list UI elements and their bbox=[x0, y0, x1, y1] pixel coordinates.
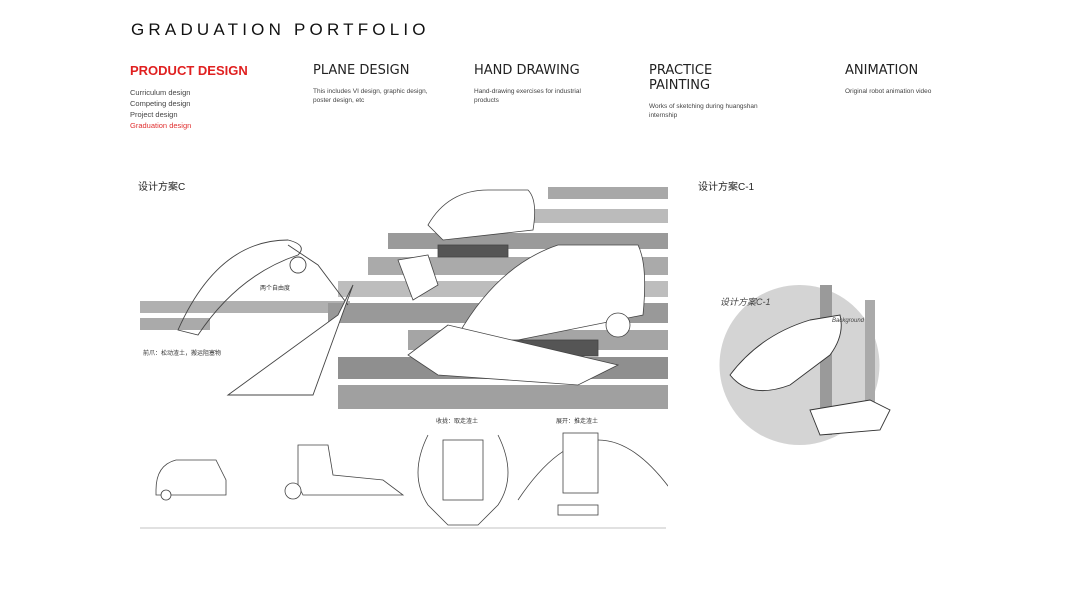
sketch-title: 设计方案C-1 bbox=[720, 297, 771, 307]
nav-product-design[interactable]: PRODUCT DESIGN Curriculum design Competi… bbox=[130, 63, 248, 131]
nav-animation-desc: Original robot animation video bbox=[845, 88, 932, 95]
nav-item-competing[interactable]: Competing design bbox=[130, 99, 191, 108]
nav-hand-drawing-label[interactable]: HAND DRAWING bbox=[474, 63, 580, 78]
note-closed: 收拢：取走渣土 bbox=[436, 417, 478, 425]
sketch-bg-note: Background bbox=[832, 318, 865, 324]
nav-practice-painting[interactable]: PRACTICE PAINTING Works of sketching dur… bbox=[649, 63, 774, 120]
design-c-render-panel: 两个自由度 前爪：松动渣土，搬运阻塞物 收拢：取走渣土 展开：推走渣土 bbox=[140, 187, 668, 529]
nav-practice-painting-desc: Works of sketching during huangshan inte… bbox=[649, 103, 758, 119]
nav-item-curriculum[interactable]: Curriculum design bbox=[130, 88, 191, 97]
front-claw-sketch bbox=[177, 239, 354, 396]
side-views bbox=[155, 444, 405, 501]
note-claw: 前爪：松动渣土，搬运阻塞物 bbox=[143, 349, 221, 357]
design-c1-sketch: 设计方案C-1 Background bbox=[719, 285, 891, 445]
design-c1-title: 设计方案C-1 bbox=[698, 182, 755, 193]
nav-plane-design-desc: This includes VI design, graphic design,… bbox=[313, 88, 428, 104]
nav-item-graduation[interactable]: Graduation design bbox=[130, 121, 192, 130]
nav-hand-drawing[interactable]: HAND DRAWING Hand-drawing exercises for … bbox=[474, 63, 594, 105]
note-open: 展开：推走渣土 bbox=[556, 417, 598, 425]
nav-plane-design[interactable]: PLANE DESIGN This includes VI design, gr… bbox=[313, 63, 438, 105]
nav-practice-painting-label[interactable]: PRACTICE PAINTING bbox=[649, 63, 713, 93]
nav-animation-label[interactable]: ANIMATION bbox=[845, 63, 919, 78]
page-title: GRADUATION PORTFOLIO bbox=[131, 20, 430, 39]
nav-hand-drawing-desc: Hand-drawing exercises for industrial pr… bbox=[474, 88, 581, 104]
design-c-title: 设计方案C bbox=[138, 182, 186, 193]
front-views bbox=[417, 432, 668, 526]
excavator-robot-render bbox=[397, 189, 646, 386]
nav-product-design-label[interactable]: PRODUCT DESIGN bbox=[130, 63, 248, 78]
note-dof: 两个自由度 bbox=[260, 284, 290, 292]
nav-item-project[interactable]: Project design bbox=[130, 110, 178, 119]
nav-plane-design-label[interactable]: PLANE DESIGN bbox=[313, 63, 410, 78]
nav-animation[interactable]: ANIMATION Original robot animation video bbox=[845, 63, 975, 96]
